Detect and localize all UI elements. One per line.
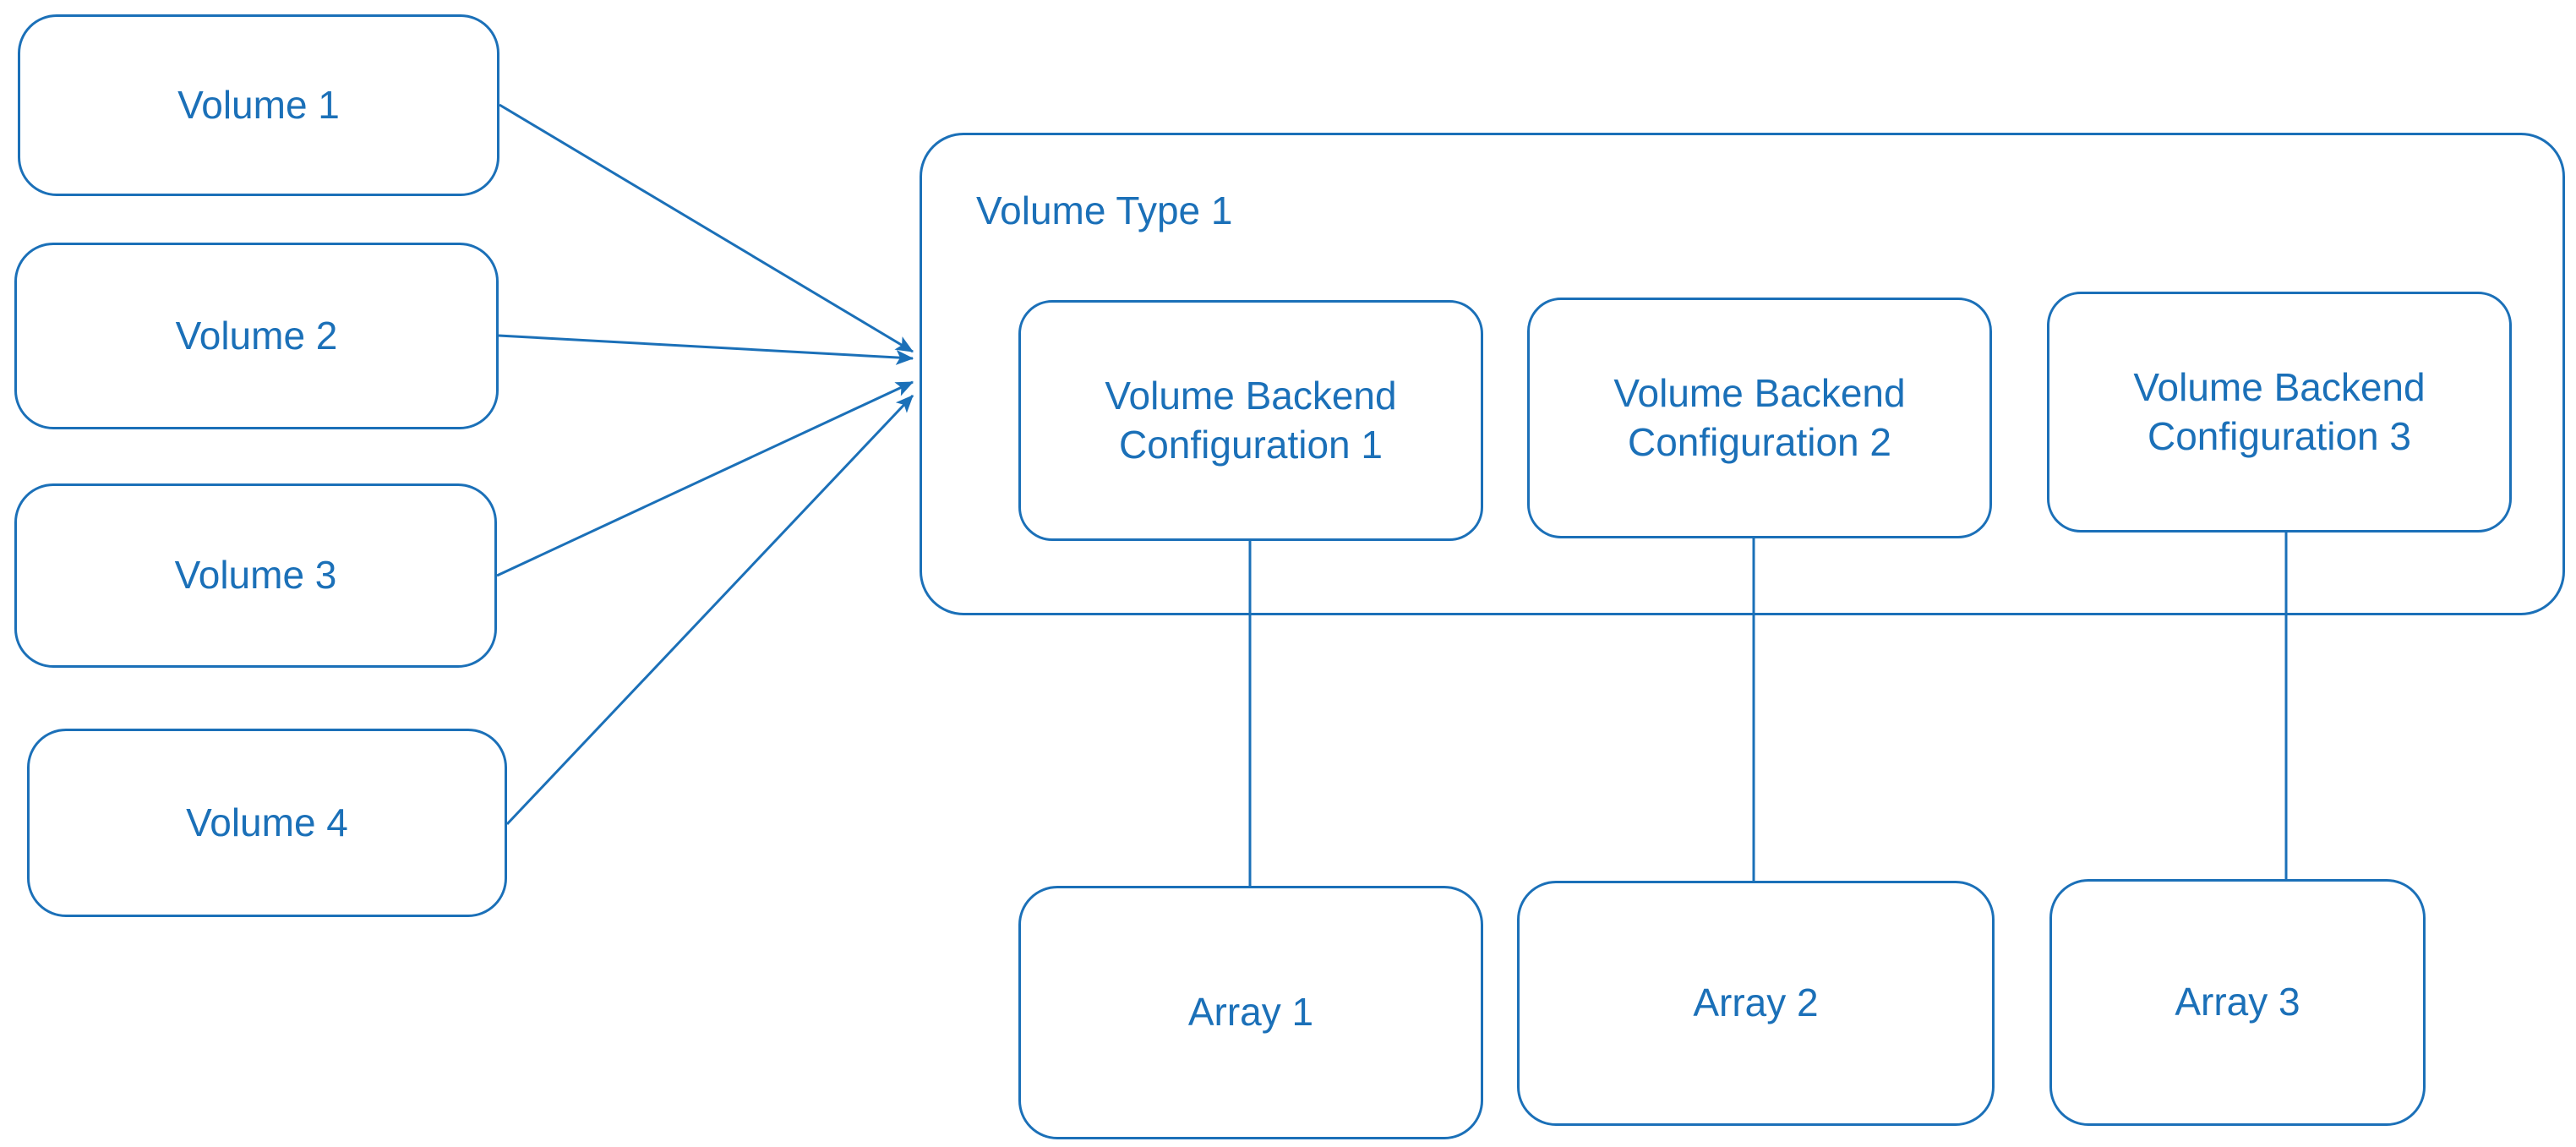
volume-backend-configuration-3-label: Volume Backend Configuration 3 xyxy=(2133,364,2426,458)
volume-backend-configuration-3-node[interactable]: Volume Backend Configuration 3 xyxy=(2047,292,2512,533)
volume-type-1-group[interactable] xyxy=(920,133,2565,615)
volume-backend-configuration-2-node[interactable]: Volume Backend Configuration 2 xyxy=(1527,298,1992,538)
volume-1-node[interactable]: Volume 1 xyxy=(18,14,499,196)
volume-4-node[interactable]: Volume 4 xyxy=(27,729,507,917)
volume-3-node[interactable]: Volume 3 xyxy=(14,483,497,668)
volume-2-label: Volume 2 xyxy=(175,313,338,358)
array-1-label: Array 1 xyxy=(1187,990,1314,1035)
volume-4-label: Volume 4 xyxy=(186,800,348,844)
volume-type-1-label: Volume Type 1 xyxy=(976,188,1233,232)
volume-to-volume-type-arrows xyxy=(496,103,914,826)
arrow-volume-1-to-volume-type-1 xyxy=(499,103,914,353)
arrow-volume-4-to-volume-type-1 xyxy=(505,394,914,826)
volume-2-node[interactable]: Volume 2 xyxy=(14,243,499,429)
array-2-label: Array 2 xyxy=(1693,980,1819,1025)
array-1-node[interactable]: Array 1 xyxy=(1018,886,1483,1139)
volume-backend-configuration-2-label: Volume Backend Configuration 2 xyxy=(1613,370,1906,464)
array-3-node[interactable]: Array 3 xyxy=(2049,879,2426,1126)
arrow-volume-3-to-volume-type-1 xyxy=(496,380,914,577)
array-3-label: Array 3 xyxy=(2175,980,2300,1024)
arrow-volume-2-to-volume-type-1 xyxy=(498,334,914,365)
volume-backend-configuration-1-node[interactable]: Volume Backend Configuration 1 xyxy=(1018,300,1483,541)
volume-1-label: Volume 1 xyxy=(177,82,340,127)
volume-3-label: Volume 3 xyxy=(174,553,337,598)
array-2-node[interactable]: Array 2 xyxy=(1517,881,1995,1126)
volume-backend-configuration-1-label: Volume Backend Configuration 1 xyxy=(1105,373,1397,467)
